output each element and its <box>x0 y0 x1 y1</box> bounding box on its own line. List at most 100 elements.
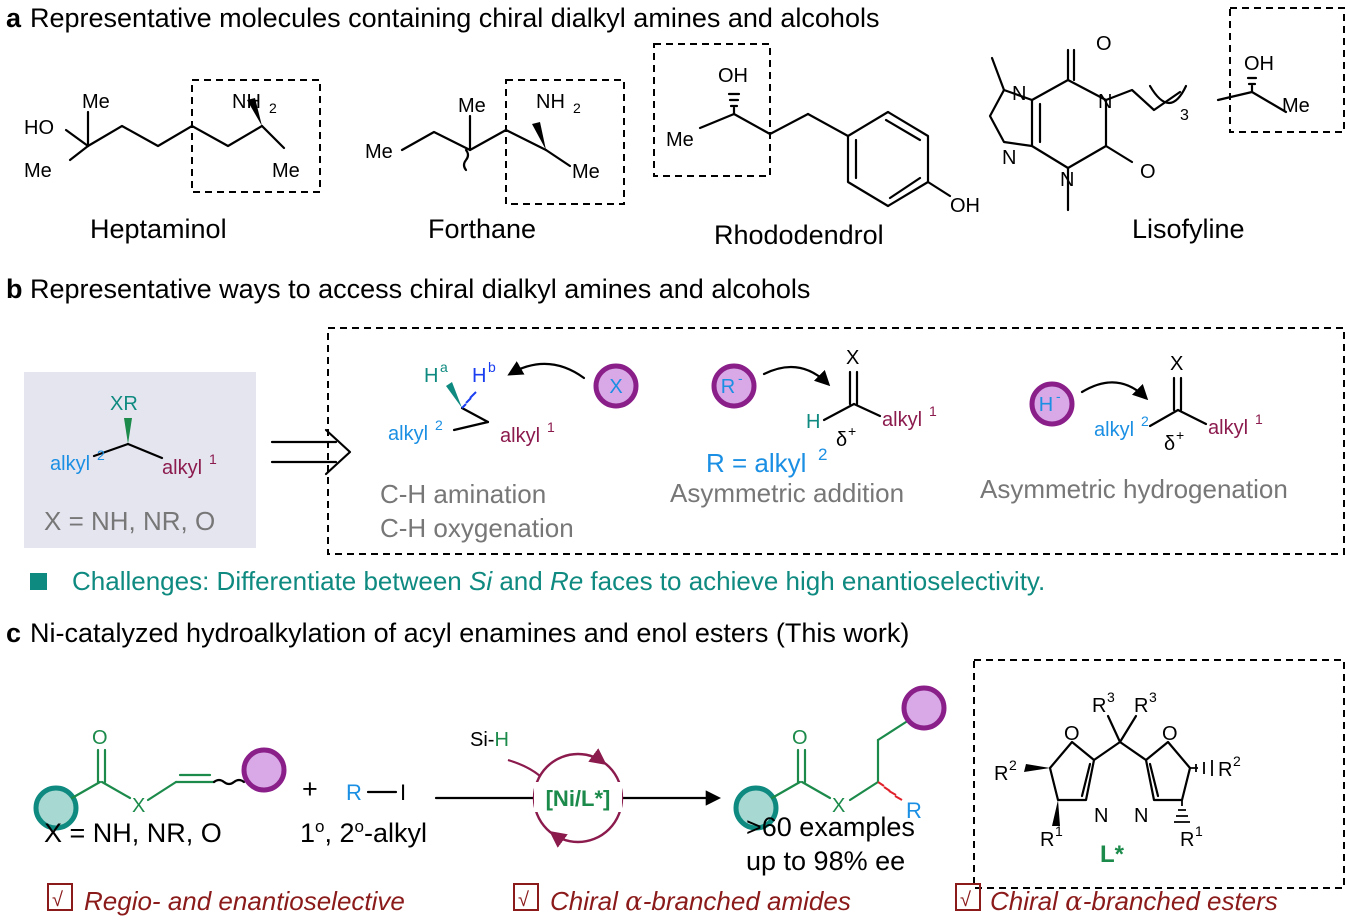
rhododendrol-bond-2 <box>768 112 810 136</box>
substrate-wavy <box>212 778 246 786</box>
forthane-wedge <box>532 122 546 150</box>
lig-bond-r3r <box>1118 714 1138 744</box>
forthane-nh-sub: 2 <box>573 100 581 116</box>
heptaminol-nh-sub: 2 <box>269 100 277 116</box>
silane-arrow <box>507 758 541 777</box>
ligand-structure: O O N N R 3 R 3 R 2 R 2 R 1 R 1 L* <box>994 689 1241 868</box>
deg-o1: o <box>315 817 324 836</box>
hyd-curved-arrow <box>1080 381 1149 401</box>
hyd-bond-right <box>1176 408 1208 426</box>
forthane-highlight-box <box>505 79 625 205</box>
deg-post: -alkyl <box>364 818 427 848</box>
add-x: X <box>846 347 859 369</box>
feature-esters-pre: Chiral <box>990 886 1065 916</box>
retro-arrow-head <box>324 428 352 476</box>
rhododendrol-oh-top: OH <box>718 65 748 87</box>
target-alkyl1-sup: 1 <box>209 451 217 467</box>
substrate-bond-2 <box>146 780 178 802</box>
section-a-title: Representative molecules containing chir… <box>30 3 879 33</box>
heptaminol-bond-me2 <box>68 144 90 162</box>
ch-alkyl1-sup: 1 <box>547 419 555 435</box>
add-alkyl1: alkyl <box>882 409 922 431</box>
lisofyline-5ring <box>988 88 1034 148</box>
challenge-text: Challenges: Differentiate between Si and… <box>72 566 1045 596</box>
forthane-me-top: Me <box>458 95 486 117</box>
forthane-me-left: Me <box>365 141 393 163</box>
chiral-target-panel <box>24 372 256 548</box>
lig-r2-right-sub: 2 <box>1233 753 1241 769</box>
rhododendrol-ring-db3 <box>888 176 922 200</box>
cycle-arrow-bottom <box>549 830 568 848</box>
heptaminol-highlight-box <box>191 79 321 193</box>
ch-curved-arrow <box>507 361 586 380</box>
substrate-purple-circle <box>241 747 287 793</box>
hyd-delta-plus: + <box>1176 427 1184 443</box>
lig-r2-left: R <box>994 763 1008 785</box>
section-a-letter: a <box>6 3 22 33</box>
forthane-wavy-bond <box>462 148 470 172</box>
rhododendrol-highlight-box <box>653 43 771 177</box>
lisofyline-6ring-close <box>1030 78 1070 102</box>
forthane-bond-me2 <box>544 148 572 168</box>
rhododendrol-structure: OH Me OH Rhododendrol <box>653 43 980 250</box>
iodide-r: R <box>346 780 362 805</box>
rhododendrol-oh-ring: OH <box>950 195 980 217</box>
deg-mid: , 2 <box>325 818 355 848</box>
product-bond-up2 <box>876 720 908 742</box>
ee-label: up to 98% ee <box>746 846 905 876</box>
ch-x-circle <box>593 363 639 409</box>
lig-hash-r2r <box>1190 760 1213 776</box>
challenge-post: faces to achieve high enantioselectivity… <box>583 566 1045 596</box>
lig-ring-left-db <box>1080 762 1092 798</box>
method-asym-hydrogenation: H - X alkyl 2 δ + alkyl 1 Asymmetric hyd… <box>980 353 1288 504</box>
examples-label: >60 examples <box>746 812 915 842</box>
add-alkyl1-sup: 1 <box>929 403 937 419</box>
section-c-title: Ni-catalyzed hydroalkylation of acyl ena… <box>30 618 909 648</box>
hyd-alkyl1: alkyl <box>1208 417 1248 439</box>
lisofyline-n-9: N <box>1002 147 1016 169</box>
feature-amides-text: Chiral α-branched amides <box>550 886 851 917</box>
product-bond-2 <box>848 780 880 802</box>
lisofyline-highlight-box <box>1229 7 1345 133</box>
lig-r2-right: R <box>1218 759 1232 781</box>
section-b-header: b Representative ways to access chiral d… <box>6 274 810 304</box>
deg-o2: o <box>355 817 364 836</box>
ch-ha-sup: a <box>440 359 448 375</box>
lisofyline-n-1: N <box>1098 91 1112 113</box>
target-bond-left <box>92 442 130 458</box>
add-delta-plus: + <box>848 423 856 439</box>
lig-r3-left-sub: 3 <box>1107 689 1115 705</box>
hyd-delta: δ <box>1164 433 1175 455</box>
target-bond-right <box>126 442 164 460</box>
ch-hb-sup: b <box>488 359 496 375</box>
ch-hash-hb <box>461 391 477 409</box>
ch-alkyl1: alkyl <box>500 425 540 447</box>
add-r-eq-sup: 2 <box>818 445 827 464</box>
plus-sign: + <box>302 774 318 804</box>
ch-bond-1 <box>460 406 490 424</box>
asym-hydrogenation-label: Asymmetric hydrogenation <box>980 474 1288 504</box>
feature-regio-text: Regio- and enantioselective <box>84 886 405 916</box>
silane-h: H <box>494 729 508 751</box>
add-bond-alkyl <box>852 402 882 418</box>
lisofyline-bracket <box>1148 84 1188 105</box>
substrate-x: X <box>132 795 145 817</box>
ch-bond-2 <box>452 420 490 432</box>
feature-esters-text: Chiral α-branched esters <box>990 886 1278 917</box>
feature-regio-box <box>47 883 73 911</box>
chiral-target-structure: XR alkyl 2 alkyl 1 X = NH, NR, O <box>44 393 217 536</box>
lig-bond-r3l <box>1106 714 1122 744</box>
target-x-def: X = NH, NR, O <box>44 506 215 536</box>
asym-addition-label: Asymmetric addition <box>670 478 904 508</box>
feature-amides-check: √ <box>518 889 529 911</box>
heptaminol-structure: Me HO Me NH 2 Me Heptaminol <box>24 79 321 244</box>
lig-r2-left-sub: 2 <box>1009 757 1017 773</box>
lig-wedge-r1l <box>1052 800 1060 826</box>
lig-label: L* <box>1100 841 1125 868</box>
heptaminol-name: Heptaminol <box>90 214 227 244</box>
target-alkyl1: alkyl <box>162 457 202 479</box>
alkyl-degree-label: 1o, 2o-alkyl <box>300 817 427 848</box>
section-b-title: Representative ways to access chiral dia… <box>30 274 810 304</box>
product-teal-circle <box>733 785 779 831</box>
